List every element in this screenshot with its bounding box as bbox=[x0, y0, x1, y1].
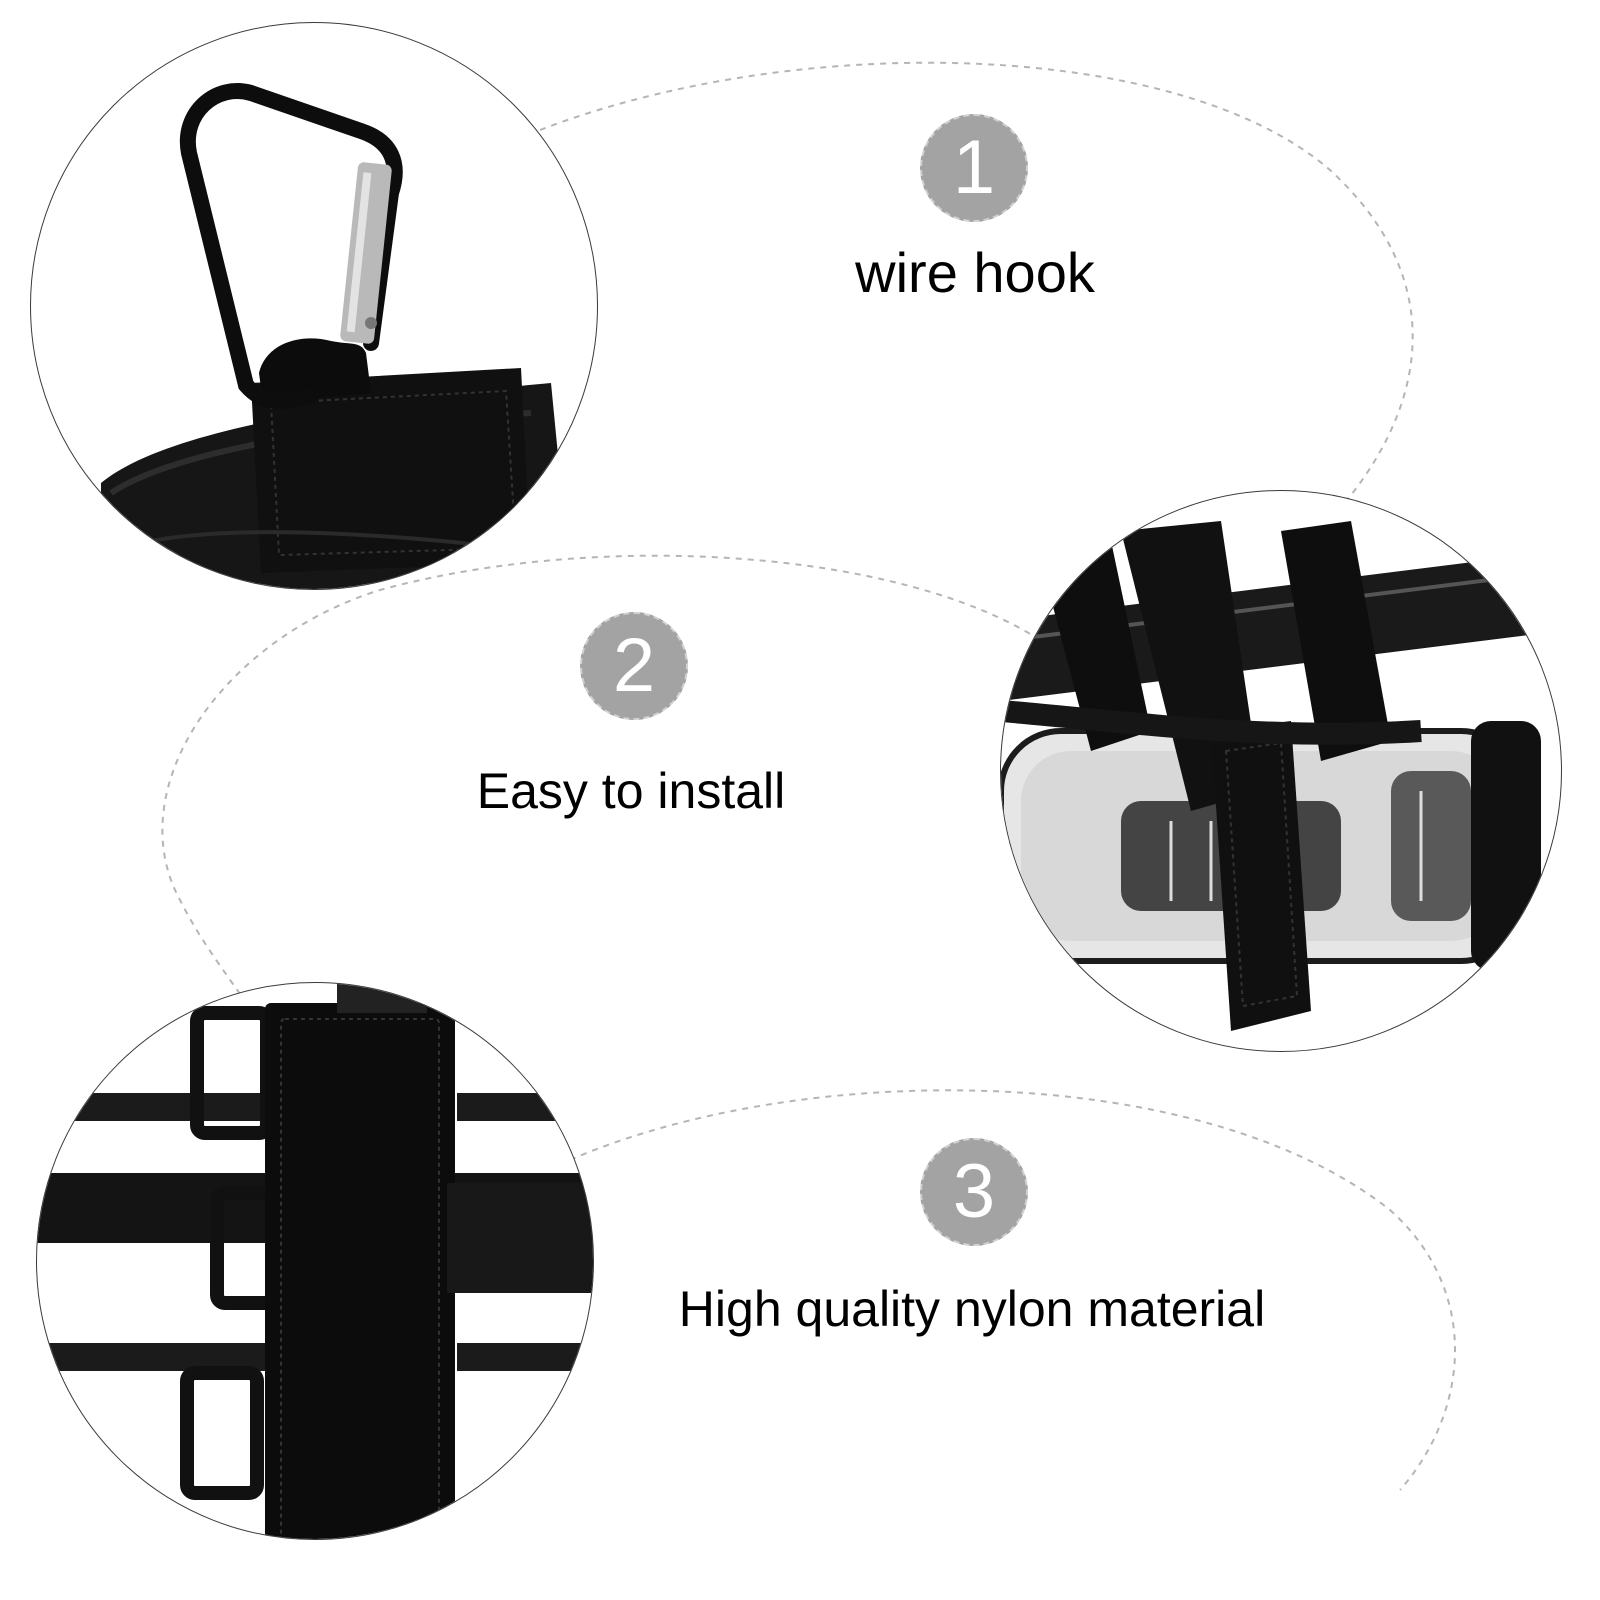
feature-number-badge-2: 2 bbox=[580, 612, 688, 720]
feature-label-2: Easy to install bbox=[476, 763, 786, 819]
carabiner-photo bbox=[30, 22, 598, 590]
bottle-mount-photo bbox=[1000, 490, 1562, 1052]
strap-back-photo bbox=[36, 982, 594, 1540]
dashed-curve-2 bbox=[161, 554, 1041, 1031]
dashed-curve-1 bbox=[539, 61, 1414, 521]
feature-label-3: High quality nylon material bbox=[678, 1281, 1266, 1337]
feature-number-badge-1: 1 bbox=[920, 114, 1028, 222]
feature-label-1: wire hook bbox=[855, 241, 1095, 304]
dashed-curve-3 bbox=[569, 1089, 1456, 1491]
feature-number-badge-3: 3 bbox=[920, 1138, 1028, 1246]
